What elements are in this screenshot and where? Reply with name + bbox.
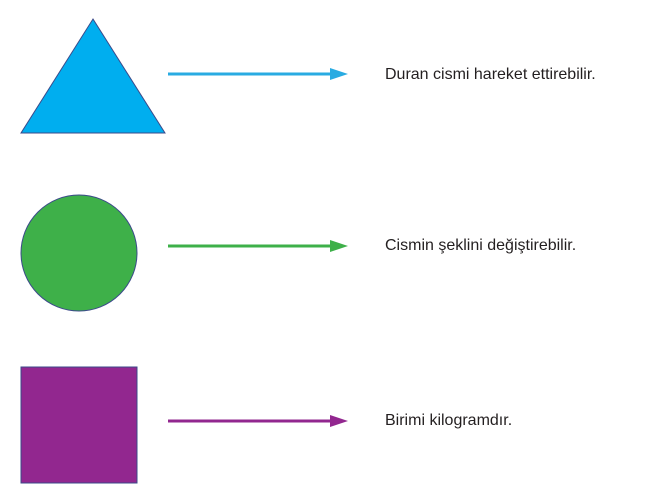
arrow-square <box>168 415 348 427</box>
circle-fill <box>20 194 138 312</box>
circle-label: Cismin şeklini değiştirebilir. <box>385 237 577 254</box>
arrow-triangle <box>168 68 348 80</box>
triangle-fill <box>20 18 166 134</box>
triangle-label: Duran cismi hareket ettirebilir. <box>385 66 596 83</box>
circle-shape <box>20 194 138 312</box>
triangle-shape <box>20 18 166 134</box>
square-label: Birimi kilogramdır. <box>385 412 513 429</box>
square-shape <box>20 366 138 484</box>
square-fill <box>20 366 138 484</box>
arrow-circle <box>168 240 348 252</box>
